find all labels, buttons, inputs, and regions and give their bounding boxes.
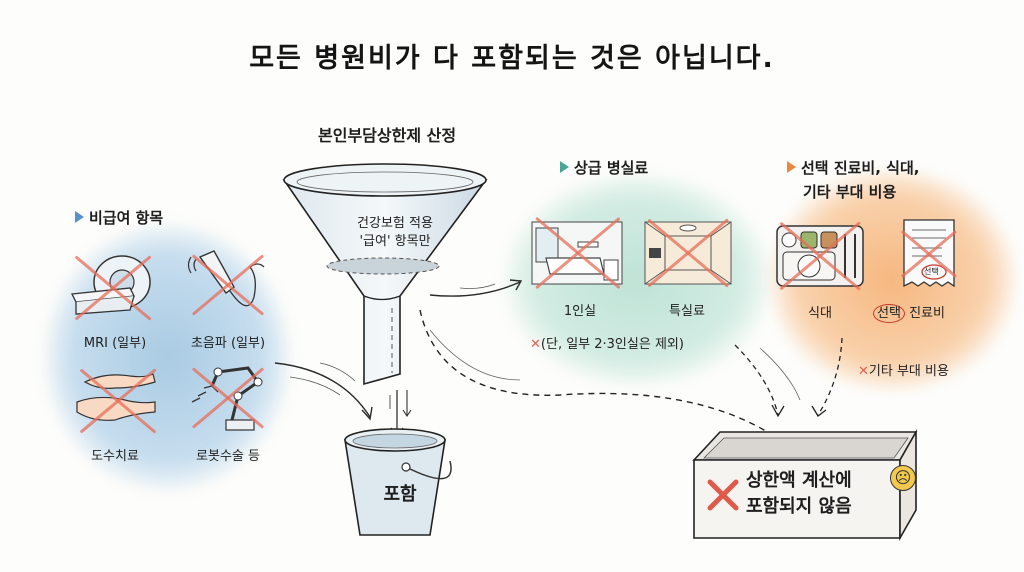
page-title: 모든 병원비가 다 포함되는 것은 아닙니다.	[249, 43, 775, 74]
mri-label: MRI (일부)	[83, 336, 147, 351]
cross-icon	[706, 478, 746, 518]
robot-surgery-label: 로봇수술 등	[196, 449, 260, 464]
funnel-heading: 본인부담상한제 산정	[318, 126, 457, 145]
non-covered-heading: 비급여 항목	[75, 207, 163, 228]
funnel-inner-line2: '급여' 항목만	[359, 234, 431, 249]
excluded-box-line1: 상한액 계산에	[746, 470, 852, 491]
optional-heading-line1: 선택 진료비, 식대,	[787, 157, 919, 178]
luxury-room-icon	[643, 218, 733, 288]
bucket-icon	[344, 428, 452, 536]
other-fees-note: ✕기타 부대 비용	[858, 364, 949, 379]
excluded-box-icon	[692, 428, 918, 542]
premium-room-heading: 상급 병실료	[560, 157, 648, 178]
meal-tray-icon	[775, 222, 865, 290]
hospital-room-icon	[530, 218, 625, 288]
funnel-icon	[282, 163, 488, 386]
optional-care-label: 선택 진료비	[873, 302, 945, 323]
special-room-label: 특실료	[669, 304, 705, 319]
receipt-icon: 선택	[898, 218, 960, 290]
manual-therapy-hands-icon	[75, 368, 160, 433]
meal-label: 식대	[808, 306, 832, 321]
premium-room-note: ✕(단, 일부 2·3인실은 제외)	[530, 337, 684, 352]
arrow-to-bucket	[274, 362, 373, 421]
triangle-bullet-icon	[75, 210, 84, 223]
manual-therapy-label: 도수치료	[91, 449, 139, 464]
funnel-inner-line1: 건강보험 적용	[357, 216, 433, 231]
circled-select-text: 선택	[873, 304, 905, 323]
bucket-label: 포함	[383, 484, 417, 505]
cross-icon: ✕	[530, 337, 541, 352]
triangle-bullet-icon	[560, 160, 569, 173]
mri-scanner-icon	[70, 252, 155, 324]
excluded-box-line2: 포함되지 않음	[746, 496, 852, 517]
robotic-arm-icon	[188, 362, 268, 434]
triangle-bullet-icon	[787, 160, 796, 173]
single-room-label: 1인실	[563, 304, 597, 319]
sad-face-icon: ☹	[890, 465, 916, 491]
ultrasound-label: 초음파 (일부)	[190, 336, 266, 351]
ultrasound-probe-icon	[187, 247, 268, 322]
cross-icon: ✕	[858, 364, 869, 379]
arrow-to-premium-room	[429, 279, 523, 297]
optional-heading-line2: 기타 부대 비용	[803, 183, 897, 201]
